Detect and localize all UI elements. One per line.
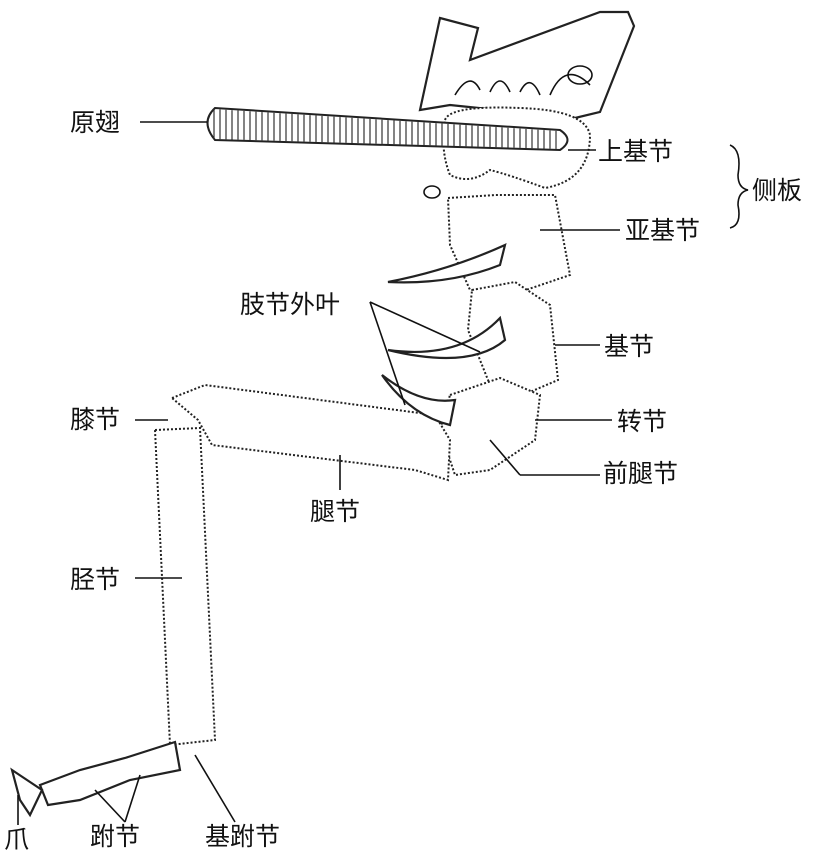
tibia-shape bbox=[153, 426, 217, 747]
leader-lines bbox=[17, 121, 749, 825]
subcoxa-shape bbox=[446, 194, 572, 294]
wing-veins bbox=[213, 109, 557, 149]
thorax-plate bbox=[418, 10, 636, 120]
label-basitarsus: 基跗节 bbox=[205, 822, 280, 851]
label-primitive-wing: 原翅 bbox=[70, 108, 120, 137]
label-femur: 腿节 bbox=[310, 497, 360, 526]
label-supracoxa: 上基节 bbox=[598, 137, 673, 166]
label-prefemur: 前腿节 bbox=[603, 459, 678, 488]
claw-shape bbox=[10, 767, 44, 818]
label-tibia: 胫节 bbox=[70, 565, 120, 594]
femur-shape bbox=[170, 383, 452, 482]
label-coxa: 基节 bbox=[604, 332, 654, 361]
exite-2 bbox=[387, 315, 507, 360]
tarsus-shape bbox=[38, 740, 182, 807]
thorax-spot bbox=[567, 65, 593, 85]
label-pleuron: 侧板 bbox=[752, 176, 802, 205]
exite-3 bbox=[381, 374, 457, 427]
small-sclerite bbox=[423, 185, 441, 199]
thorax-setae bbox=[454, 73, 591, 96]
label-claw: 爪 bbox=[4, 825, 29, 854]
exite-1 bbox=[387, 243, 507, 284]
label-genu: 膝节 bbox=[70, 405, 120, 434]
label-trochanter: 转节 bbox=[617, 407, 667, 436]
label-subcoxa: 亚基节 bbox=[625, 216, 700, 245]
trochanter-shape bbox=[438, 376, 542, 477]
label-exites: 肢节外叶 bbox=[240, 290, 340, 319]
label-tarsomeres: 跗节 bbox=[90, 822, 140, 851]
